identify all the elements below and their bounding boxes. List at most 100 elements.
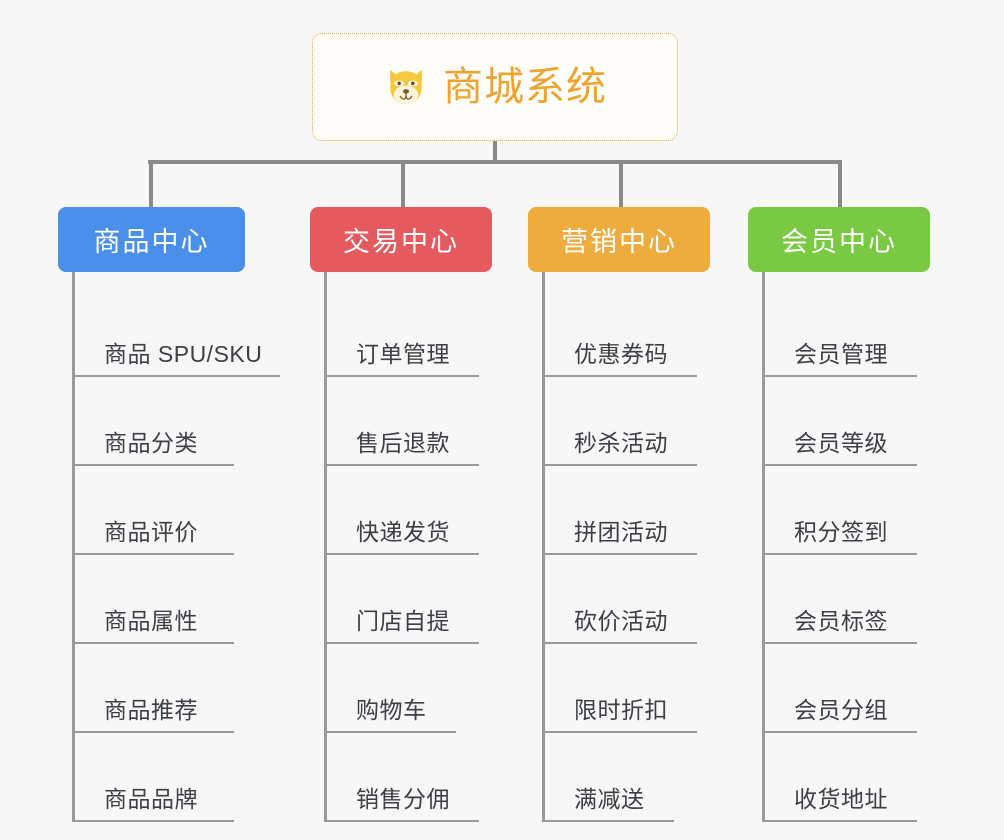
leaf-item-label: 销售分佣	[356, 786, 450, 812]
category-box-member-center[interactable]: 会员中心	[748, 207, 930, 272]
leaf-list-member-center: 会员管理会员等级积分签到会员标签会员分组收货地址	[748, 272, 930, 822]
category-box-trade-center[interactable]: 交易中心	[310, 207, 492, 272]
leaf-item[interactable]: 会员管理	[748, 288, 930, 377]
leaf-underline	[542, 464, 697, 466]
branch-column-member-center: 会员中心会员管理会员等级积分签到会员标签会员分组收货地址	[748, 207, 930, 822]
leaf-underline	[324, 731, 456, 733]
leaf-item-label: 门店自提	[356, 608, 450, 634]
leaf-item[interactable]: 秒杀活动	[528, 377, 710, 466]
leaf-item-label: 砍价活动	[574, 608, 668, 634]
leaf-item[interactable]: 积分签到	[748, 466, 930, 555]
leaf-item-label: 会员分组	[794, 697, 888, 723]
leaf-underline	[762, 820, 917, 822]
leaf-item-label: 会员标签	[794, 608, 888, 634]
leaf-item[interactable]: 销售分佣	[310, 733, 492, 822]
leaf-underline	[542, 553, 697, 555]
connector-drop-product-center	[149, 160, 153, 208]
leaf-item[interactable]: 售后退款	[310, 377, 492, 466]
leaf-item[interactable]: 会员分组	[748, 644, 930, 733]
leaf-item-label: 秒杀活动	[574, 430, 668, 456]
leaf-item[interactable]: 会员等级	[748, 377, 930, 466]
leaf-underline	[72, 731, 234, 733]
leaf-item[interactable]: 门店自提	[310, 555, 492, 644]
leaf-underline	[72, 642, 234, 644]
leaf-item[interactable]: 限时折扣	[528, 644, 710, 733]
branch-spine	[762, 272, 765, 822]
category-box-product-center[interactable]: 商品中心	[58, 207, 245, 272]
leaf-item[interactable]: 优惠券码	[528, 288, 710, 377]
leaf-list-product-center: 商品 SPU/SKU 商品分类商品评价商品属性商品推荐商品品牌	[58, 272, 280, 822]
leaf-item-label: 会员等级	[794, 430, 888, 456]
leaf-item-label: 商品评价	[104, 519, 198, 545]
leaf-item-label: 商品 SPU/SKU	[104, 341, 263, 367]
leaf-item-label: 积分签到	[794, 519, 888, 545]
branch-spine	[72, 272, 75, 822]
root-title: 商城系统	[443, 65, 607, 109]
connector-horizontal-bus	[148, 160, 840, 164]
leaf-item[interactable]: 商品推荐	[58, 644, 245, 733]
leaf-underline	[542, 731, 697, 733]
leaf-underline	[542, 642, 697, 644]
branch-column-marketing-center: 营销中心优惠券码秒杀活动拼团活动砍价活动限时折扣满减送	[528, 207, 710, 822]
leaf-item-label: 商品分类	[104, 430, 198, 456]
category-box-marketing-center[interactable]: 营销中心	[528, 207, 710, 272]
leaf-item-label: 购物车	[356, 697, 427, 723]
leaf-item[interactable]: 商品 SPU/SKU	[58, 288, 280, 377]
leaf-item-label: 商品品牌	[104, 786, 198, 812]
leaf-item-label: 商品推荐	[104, 697, 198, 723]
leaf-item-label: 收货地址	[794, 786, 888, 812]
leaf-underline	[762, 464, 917, 466]
leaf-item-label: 售后退款	[356, 430, 450, 456]
category-label: 交易中心	[343, 227, 459, 257]
leaf-item-label: 会员管理	[794, 341, 888, 367]
leaf-underline	[72, 820, 234, 822]
leaf-item[interactable]: 商品分类	[58, 377, 245, 466]
connector-drop-trade-center	[401, 160, 405, 208]
leaf-item[interactable]: 满减送	[528, 733, 710, 822]
connector-root-stem	[493, 141, 497, 164]
leaf-item-label: 优惠券码	[574, 341, 668, 367]
leaf-item[interactable]: 拼团活动	[528, 466, 710, 555]
connector-drop-marketing-center	[619, 160, 623, 208]
shiba-dog-face-icon	[390, 69, 422, 105]
leaf-item-label: 商品属性	[104, 608, 198, 634]
leaf-item-label: 拼团活动	[574, 519, 668, 545]
leaf-item[interactable]: 快递发货	[310, 466, 492, 555]
leaf-item[interactable]: 会员标签	[748, 555, 930, 644]
leaf-item[interactable]: 商品评价	[58, 466, 245, 555]
leaf-list-trade-center: 订单管理售后退款快递发货门店自提购物车销售分佣	[310, 272, 492, 822]
category-label: 商品中心	[93, 227, 210, 257]
leaf-item[interactable]: 商品属性	[58, 555, 245, 644]
leaf-underline	[762, 731, 917, 733]
leaf-item-label: 订单管理	[356, 341, 450, 367]
branch-column-trade-center: 交易中心订单管理售后退款快递发货门店自提购物车销售分佣	[310, 207, 492, 822]
leaf-underline	[324, 464, 479, 466]
leaf-underline	[324, 375, 479, 377]
leaf-item[interactable]: 购物车	[310, 644, 492, 733]
category-label: 营销中心	[561, 227, 677, 257]
leaf-underline	[324, 642, 479, 644]
leaf-underline	[542, 820, 674, 822]
leaf-item[interactable]: 商品品牌	[58, 733, 245, 822]
leaf-item-label: 限时折扣	[574, 697, 668, 723]
leaf-underline	[762, 553, 917, 555]
leaf-item-label: 快递发货	[356, 519, 450, 545]
connector-drop-member-center	[838, 160, 842, 208]
leaf-underline	[762, 375, 917, 377]
leaf-underline	[72, 553, 234, 555]
leaf-underline	[762, 642, 917, 644]
leaf-underline	[324, 553, 479, 555]
leaf-underline	[72, 375, 280, 377]
leaf-item[interactable]: 收货地址	[748, 733, 930, 822]
leaf-list-marketing-center: 优惠券码秒杀活动拼团活动砍价活动限时折扣满减送	[528, 272, 710, 822]
leaf-underline	[324, 820, 479, 822]
branch-column-product-center: 商品中心商品 SPU/SKU 商品分类商品评价商品属性商品推荐商品品牌	[58, 207, 280, 822]
branch-spine	[542, 272, 545, 822]
branch-spine	[324, 272, 327, 822]
leaf-item[interactable]: 订单管理	[310, 288, 492, 377]
leaf-item[interactable]: 砍价活动	[528, 555, 710, 644]
leaf-item-label: 满减送	[574, 786, 645, 812]
root-node[interactable]: 商城系统	[312, 33, 678, 141]
category-label: 会员中心	[781, 227, 897, 257]
